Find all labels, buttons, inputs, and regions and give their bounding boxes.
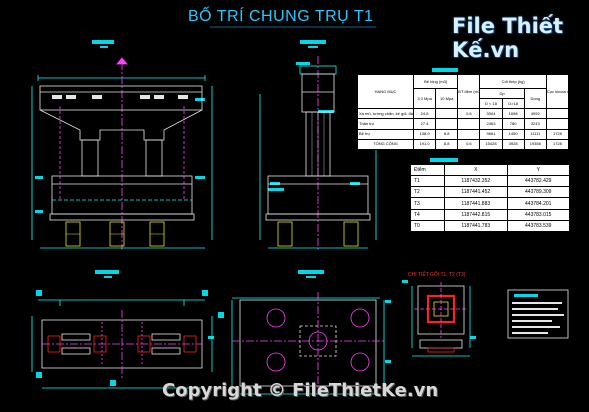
table-cell: 1187442.815 <box>444 208 508 221</box>
table-cell: 9661 <box>479 128 503 140</box>
table-cell: T1 <box>410 175 445 188</box>
bearing-detail <box>411 282 471 357</box>
table-cell: 443789.309 <box>506 186 570 199</box>
table-cell: Xà mũ, tường chắn, kê gối, đá kê <box>357 108 414 120</box>
table-subheader: 3 0 Mpa <box>412 87 437 110</box>
table-cell: 4992 <box>523 108 547 120</box>
table-subheader: Dp <box>479 87 525 100</box>
table-header: Y <box>506 163 570 177</box>
table-subheader: Dọng <box>523 87 547 110</box>
table-header: HẠNG MỤC <box>357 73 414 110</box>
table-header: Cọc khoan nhồi D=1.2m (m) <box>545 73 570 110</box>
table-row: Xà mũ, tường chắn, kê gối, đá kê 24.8 0.… <box>357 108 570 120</box>
table-cell: 1187441.452 <box>444 186 508 199</box>
table-cell: 443783.015 <box>506 208 570 221</box>
table-header: Bê tông (m3) <box>412 74 459 89</box>
table-cell: 27.4 <box>412 118 437 130</box>
table-cell: TỔNG CỘNG <box>357 138 414 151</box>
drawing-title: BỐ TRÍ CHUNG TRỤ T1 <box>188 8 374 25</box>
table-cell: 191.0 <box>412 138 437 151</box>
table-row: T1 1187432.352 443782.429 <box>410 175 570 188</box>
table-cell: 443784.201 <box>506 197 570 210</box>
table-cell: 2463 <box>479 118 503 130</box>
table-cell: 11111 <box>523 128 547 140</box>
table-cell: 3304 <box>479 108 503 120</box>
table-cell: T0 <box>410 219 445 233</box>
table-row: Thân trụ 27.4 2463 780 3243 <box>357 118 570 130</box>
table-cell <box>545 118 570 130</box>
detail-title: CHI TIẾT GỐI T1, T2 (T3) <box>408 272 466 278</box>
table-cell: 1450 <box>501 128 525 140</box>
table-cell: 1728 <box>545 128 570 140</box>
table-cell: 0.6 <box>457 138 481 151</box>
table-header: Điểm <box>410 163 445 177</box>
table-cell <box>435 118 459 130</box>
table-header: BT đệm (m3) <box>457 73 481 110</box>
table-cell: 8.8 <box>435 138 459 151</box>
table-cell: 443783.539 <box>506 219 570 233</box>
table-cell: 780 <box>501 118 525 130</box>
table-cell: T2 <box>410 186 445 199</box>
table-row: T4 1187442.815 443783.015 <box>410 208 570 221</box>
coordinates-table: Điểm X Y T1 1187432.352 443782.429 T2 11… <box>410 163 570 233</box>
table-cell: 138.9 <box>412 128 437 140</box>
table-cell: 1187441.783 <box>444 219 508 233</box>
table-row: Bệ trụ 138.9 8.8 9661 1450 11111 1728 <box>357 128 570 140</box>
table-cell: 3928 <box>501 138 525 151</box>
table-cell <box>457 118 481 130</box>
notes-block <box>507 289 569 339</box>
table-cell <box>457 128 481 140</box>
table-cell: Bệ trụ <box>357 128 414 140</box>
table-cell: 24.8 <box>412 108 437 120</box>
table-cell: 1728 <box>545 138 570 151</box>
table-cell: 1187441.883 <box>444 197 508 210</box>
table-header: Cốt thép (kg) <box>479 74 547 89</box>
table-cell: 8.8 <box>435 128 459 140</box>
table-subheader: D>18 <box>501 98 525 110</box>
watermark-logo: File Thiết Kế.vn <box>452 14 564 62</box>
table-cell: 0.6 <box>457 108 481 120</box>
table-cell: 15428 <box>479 138 503 151</box>
table-row: T2 1187441.452 443789.309 <box>410 186 570 199</box>
table-cell: T3 <box>410 197 445 210</box>
table-subheader: 10 Mpa <box>435 87 459 110</box>
table-cell: 443782.429 <box>506 175 570 188</box>
table-subheader: D < 18 <box>479 98 503 110</box>
table-row: T3 1187441.883 443784.201 <box>410 197 570 210</box>
table-cell: 1698 <box>501 108 525 120</box>
quantities-table: HẠNG MỤC Bê tông (m3) BT đệm (m3) Cốt th… <box>357 73 570 151</box>
table-cell: Thân trụ <box>357 118 414 130</box>
table-cell: 19356 <box>523 138 547 151</box>
table-cell: 1187432.352 <box>444 175 508 188</box>
cad-label-blocks <box>35 40 476 386</box>
foundation-plan <box>231 292 385 395</box>
table-cell: 3243 <box>523 118 547 130</box>
table-cell: T4 <box>410 208 445 221</box>
table-row: TỔNG CỘNG 191.0 8.8 0.6 15428 3928 19356… <box>357 138 570 151</box>
front-elevation <box>31 57 213 250</box>
plan-view <box>31 299 213 389</box>
table-header: X <box>444 163 508 177</box>
table-cell <box>435 108 459 120</box>
table-row: T0 1187441.783 443783.539 <box>410 219 570 233</box>
watermark-copyright: Copyright © FileThietKe.vn <box>162 380 439 401</box>
table-cell <box>545 108 570 120</box>
